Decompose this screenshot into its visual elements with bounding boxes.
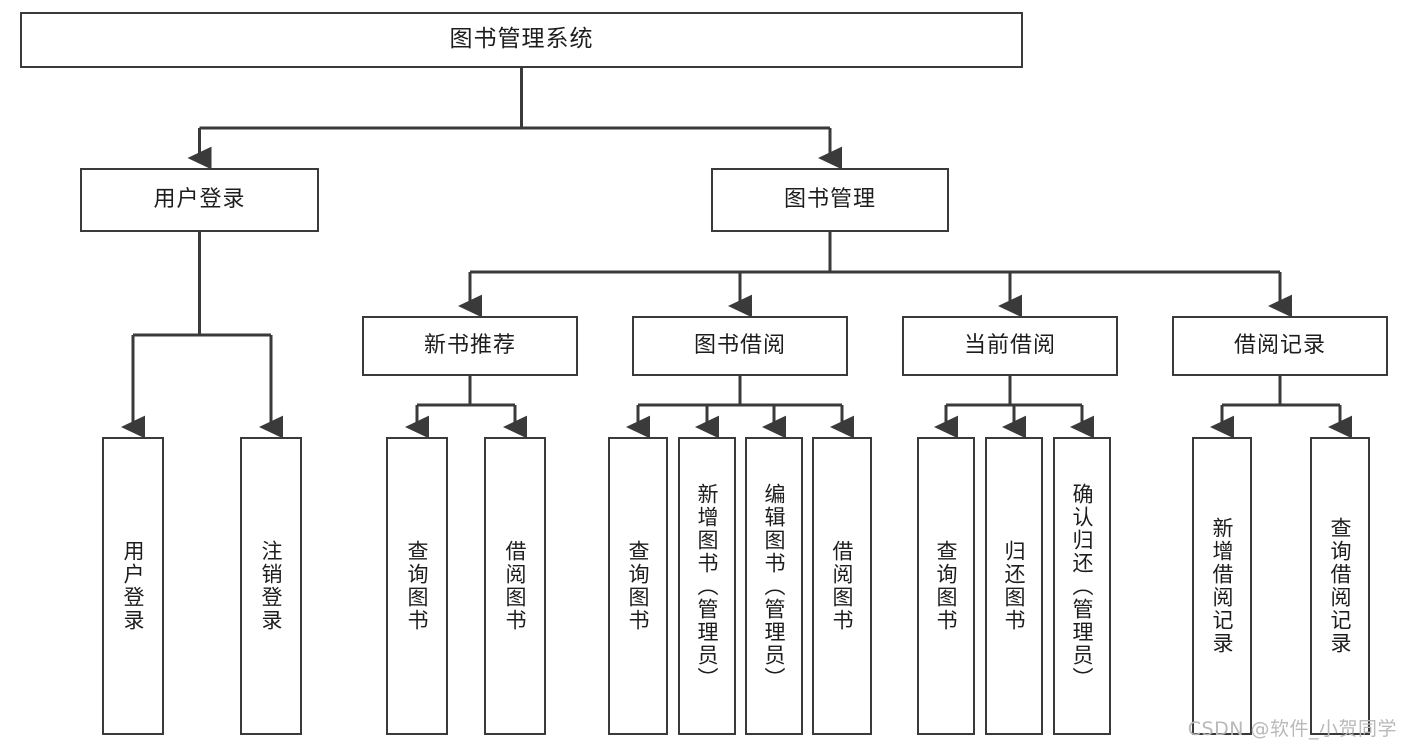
node-label: 图书管理	[783, 186, 876, 212]
leaf-confirm-return-admin[interactable]: 确认归还（管理员）	[1053, 437, 1111, 735]
node-label: 新书推荐	[423, 332, 516, 358]
node-label: 借阅图书	[503, 540, 528, 632]
node-user-login[interactable]: 用户登录	[80, 168, 319, 232]
node-borrow-record[interactable]: 借阅记录	[1172, 316, 1388, 376]
node-label: 新增图书（管理员）	[695, 482, 720, 690]
node-current-borrow[interactable]: 当前借阅	[902, 316, 1118, 376]
node-label: 查询图书	[405, 540, 430, 632]
leaf-borrow-book-2[interactable]: 借阅图书	[812, 437, 872, 735]
leaf-add-book-admin[interactable]: 新增图书（管理员）	[678, 437, 736, 735]
node-label: 归还图书	[1002, 540, 1027, 632]
node-label: 查询图书	[626, 540, 651, 632]
node-label: 查询图书	[934, 540, 959, 632]
node-label: 当前借阅	[963, 332, 1056, 358]
node-book-borrow[interactable]: 图书借阅	[632, 316, 848, 376]
node-label: 图书管理系统	[449, 26, 594, 53]
leaf-query-borrow-record[interactable]: 查询借阅记录	[1310, 437, 1370, 735]
leaf-edit-book-admin[interactable]: 编辑图书（管理员）	[745, 437, 803, 735]
node-label: 借阅记录	[1233, 332, 1326, 358]
leaf-return-book[interactable]: 归还图书	[985, 437, 1043, 735]
node-label: 编辑图书（管理员）	[762, 482, 787, 690]
leaf-add-borrow-record[interactable]: 新增借阅记录	[1192, 437, 1252, 735]
leaf-user-login[interactable]: 用户登录	[102, 437, 164, 735]
leaf-borrow-book-1[interactable]: 借阅图书	[484, 437, 546, 735]
node-label: 查询借阅记录	[1328, 517, 1353, 655]
node-label: 确认归还（管理员）	[1070, 482, 1095, 690]
node-label: 新增借阅记录	[1210, 517, 1235, 655]
node-new-book-recommend[interactable]: 新书推荐	[362, 316, 578, 376]
node-label: 注销登录	[259, 540, 284, 632]
node-label: 用户登录	[121, 540, 146, 632]
node-label: 借阅图书	[830, 540, 855, 632]
node-label: 图书借阅	[693, 332, 786, 358]
node-label: 用户登录	[153, 186, 246, 212]
node-book-manage[interactable]: 图书管理	[711, 168, 949, 232]
leaf-query-book-2[interactable]: 查询图书	[608, 437, 668, 735]
leaf-query-book-1[interactable]: 查询图书	[386, 437, 448, 735]
node-root[interactable]: 图书管理系统	[20, 12, 1023, 68]
leaf-query-book-3[interactable]: 查询图书	[917, 437, 975, 735]
leaf-logout[interactable]: 注销登录	[240, 437, 302, 735]
watermark: CSDN @软件_小贺同学	[1187, 718, 1397, 740]
